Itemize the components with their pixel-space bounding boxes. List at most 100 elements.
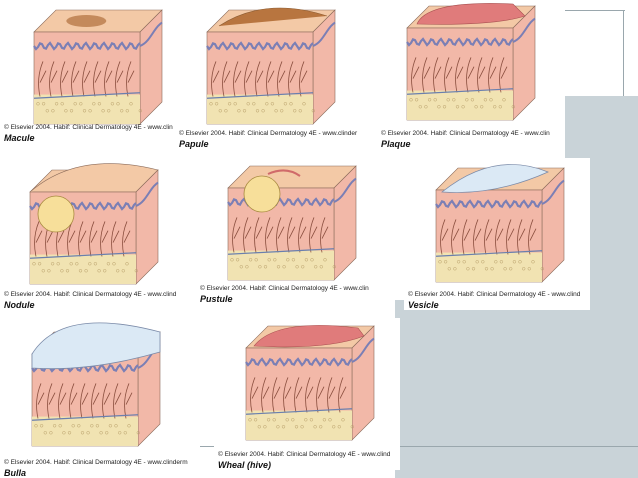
fat-layer [30, 254, 136, 284]
fat-cell [237, 109, 241, 113]
fat-cell [242, 109, 247, 113]
fat-cell [129, 102, 133, 106]
fat-cell [341, 418, 345, 422]
panel-plaque: © Elsevier 2004. Habif: Clinical Dermato… [377, 0, 565, 152]
fat-cell [75, 262, 79, 266]
fat-cell [304, 258, 309, 262]
fat-layer [246, 410, 352, 440]
vessel [89, 221, 98, 257]
fat-cell [480, 105, 484, 109]
vessel [111, 221, 120, 257]
fat-cell [97, 269, 101, 273]
vessel [34, 221, 43, 257]
fat-cell [350, 425, 354, 429]
vessel [115, 61, 124, 97]
fat-cell [84, 269, 88, 273]
fat-cell [309, 418, 314, 422]
fat-cell [323, 258, 327, 262]
vessel [47, 383, 56, 419]
epidermis-wave-side [541, 179, 565, 205]
fat-cell [319, 265, 323, 269]
fat-cell [452, 98, 456, 102]
fat-cell [310, 258, 314, 262]
vessel [309, 217, 318, 253]
fat-cell [54, 102, 59, 106]
macule-illustration [33, 9, 163, 125]
fat-cell [443, 260, 448, 264]
fat-cell [300, 425, 304, 429]
vessel [422, 57, 431, 93]
fat-cell [470, 98, 475, 102]
deep-vessel [29, 252, 137, 259]
fat-cell [258, 265, 262, 269]
fat-cell [80, 431, 85, 435]
vessel [244, 61, 253, 97]
fat-cell [51, 109, 55, 113]
epidermis-wave [245, 357, 353, 367]
fat-cell [465, 98, 469, 102]
fat-cell [304, 418, 308, 422]
fat-cell [282, 265, 286, 269]
fat-cell [138, 109, 142, 113]
plaque-patch [416, 3, 526, 25]
vessel [276, 217, 285, 253]
vessel [272, 377, 281, 413]
panel-pustule: © Elsevier 2004. Habif: Clinical Dermato… [196, 158, 386, 308]
fat-layer [34, 94, 140, 124]
vessel [78, 221, 87, 257]
fat-cell [60, 102, 64, 106]
vessel [80, 383, 89, 419]
fat-cell [88, 262, 92, 266]
vessel [222, 61, 231, 97]
fat-cell [446, 98, 450, 102]
vessel [266, 61, 275, 97]
panel-bulla: © Elsevier 2004. Habif: Clinical Dermato… [0, 318, 200, 478]
fat-cell [263, 425, 267, 429]
vessel [243, 217, 252, 253]
fat-cell [82, 109, 87, 113]
pustule-rim [267, 169, 301, 177]
fat-cell [79, 102, 83, 106]
fat-cell [319, 425, 323, 429]
vessel [440, 219, 449, 255]
fat-cell [291, 418, 295, 422]
fat-cell [97, 102, 102, 106]
vessel [58, 383, 67, 419]
fat-cell [531, 260, 535, 264]
credit-text: © Elsevier 2004. Habif: Clinical Dermato… [4, 291, 177, 298]
vessel [104, 61, 113, 97]
vessel [298, 217, 307, 253]
vessel [488, 57, 497, 93]
fat-cell [106, 262, 111, 266]
vessel [102, 383, 111, 419]
epidermis-wave [33, 41, 141, 51]
fat-cell [289, 102, 293, 106]
fat-cell [273, 258, 277, 262]
fat-cell [286, 258, 290, 262]
fat-cell [230, 258, 234, 262]
vessel [261, 377, 270, 413]
fat-cell [332, 265, 336, 269]
fat-cell [108, 424, 113, 428]
fat-cell [294, 425, 299, 429]
fat-cell [484, 267, 489, 271]
fat-cell [447, 267, 451, 271]
vessel [254, 217, 263, 253]
fat-cell [311, 109, 315, 113]
fat-cell [280, 109, 284, 113]
deep-vessel [245, 408, 353, 415]
fat-cell [214, 102, 219, 106]
fat-cell [248, 258, 253, 262]
background-panel-lower [395, 300, 638, 478]
fat-cell [47, 269, 51, 273]
credit-text: © Elsevier 2004. Habif: Clinical Dermato… [408, 291, 581, 298]
fat-cell [462, 260, 466, 264]
fat-cell [77, 424, 81, 428]
fat-cell [67, 431, 72, 435]
wheal-illustration [245, 325, 375, 441]
fat-cell [123, 431, 127, 435]
vessel [477, 57, 486, 93]
fat-cell [455, 105, 460, 109]
fat-cell [110, 102, 115, 106]
fat-cell [248, 418, 252, 422]
